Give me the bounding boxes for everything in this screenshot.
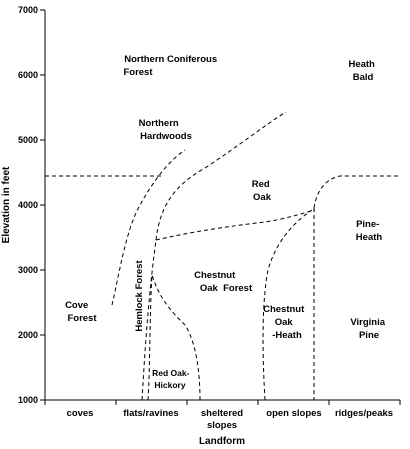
- boundary-chestnut-oak-heath-left: [262, 209, 313, 401]
- y-tick-label: 2000: [18, 330, 38, 340]
- y-axis-title: Elevation in feet: [1, 166, 12, 243]
- zone-label-pine-heath: Pine- Heath: [356, 219, 383, 243]
- zone-labels: Northern Coniferous Forest Heath Bald No…: [65, 54, 387, 390]
- boundary-northern-hardwoods-lower: [111, 149, 186, 306]
- x-ticks: [44, 400, 401, 405]
- y-tick-label: 7000: [18, 5, 38, 15]
- y-tick-label: 6000: [18, 70, 38, 80]
- zone-label-chestnut-oak-forest: Chestnut Oak Forest: [194, 270, 253, 294]
- x-axis-title: Landform: [199, 436, 245, 447]
- x-tick-label-coves: coves: [67, 408, 94, 419]
- zone-label-northern-hardwoods: Northern Hardwoods: [139, 118, 192, 142]
- y-tick-label: 4000: [18, 200, 38, 210]
- zone-label-chestnut-oak-heath: Chestnut Oak -Heath: [263, 304, 307, 341]
- y-ticks: [40, 9, 45, 401]
- zone-label-heath-bald: Heath Bald: [348, 59, 377, 83]
- boundary-northern-hardwoods-red-oak: [155, 111, 287, 241]
- boundary-heath-bald-lower: [313, 175, 400, 209]
- x-tick-label-ridges-peaks: ridges/peaks: [335, 408, 393, 419]
- zone-label-virginia-pine: Virginia Pine: [350, 317, 387, 341]
- x-tick-label-flats-ravines: flats/ravines: [123, 408, 178, 419]
- zone-label-northern-coniferous-forest: Northern Coniferous Forest: [123, 54, 219, 78]
- y-tick-label: 3000: [18, 265, 38, 275]
- zone-label-cove-forest: Cove Forest: [65, 300, 97, 324]
- boundary-red-oak-chestnut-oak: [155, 209, 316, 241]
- zone-label-red-oak-hickory: Red Oak- Hickory: [152, 368, 192, 390]
- boundary-hemlock-right: [147, 274, 201, 401]
- y-tick-label: 5000: [18, 135, 38, 145]
- x-tick-label-open-slopes: open slopes: [266, 408, 321, 419]
- boundary-hemlock-left: [141, 239, 157, 401]
- y-tick-labels: 1000 2000 3000 4000 5000 6000 7000: [18, 5, 38, 405]
- zone-boundaries: [45, 111, 400, 401]
- zone-label-hemlock-forest: Hemlock Forest: [134, 260, 145, 332]
- zone-label-red-oak: Red Oak: [252, 179, 273, 203]
- y-tick-label: 1000: [18, 395, 38, 405]
